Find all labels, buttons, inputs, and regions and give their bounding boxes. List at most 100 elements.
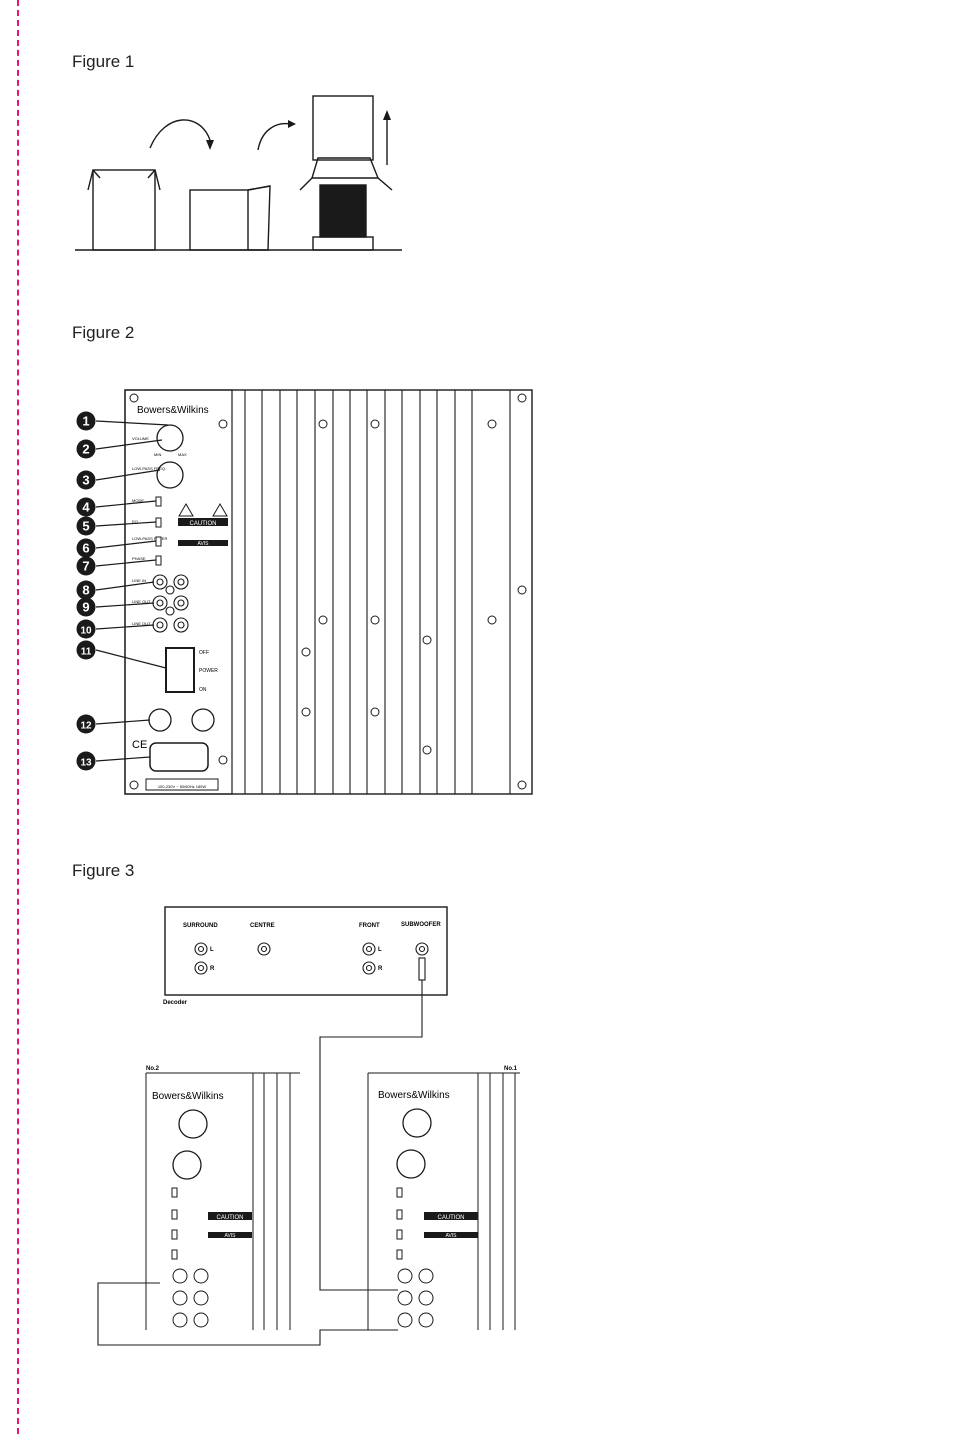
mains-rating: 100-230V ~ 50/60Hz 180W [158,784,207,789]
lowpass-knob [156,461,184,489]
power-label: POWER [199,668,218,674]
no1-label: No.1 [504,1066,518,1072]
callout-badge-10 [76,619,96,639]
callout-leader-13 [95,756,151,762]
callout-badge-8 [76,580,96,600]
callout-leader-4 [95,500,157,508]
callout-leader-3 [95,469,161,481]
callout-badge-3 [76,470,96,490]
box-lifted [299,95,393,251]
brand-logo: Bowers&Wilkins [137,405,209,416]
decoder-jacks [194,942,429,975]
power-on-label: ON [199,687,207,693]
callout-leader-8 [95,581,155,591]
box-inverted [189,185,271,251]
line-out2-label: LINE OUT [132,621,151,626]
rating-plate [145,778,219,791]
unpacking-steps [75,95,402,251]
callout-number-10: 10 [80,626,92,637]
callout-number-8: 8 [82,583,89,598]
callout-leader-7 [95,559,157,567]
no2-caution: CAUTION [217,1215,244,1221]
decoder-label: Decoder [163,1000,188,1006]
surround-label: SURROUND [183,923,218,929]
callout-number-11: 11 [81,647,92,658]
amplifier-panel: Bowers&Wilkins VOLUME MIN MAX LOW-PASS F… [124,389,533,795]
subwoofer-no2-panel: No.2 Bowers&Wilkins CAUTION AVIS [145,1066,300,1330]
callout-leader-1 [95,420,169,426]
power-off-label: OFF [199,650,209,656]
no1-avis: AVIS [445,1233,457,1239]
power-switch [165,647,195,693]
callout-number-6: 6 [82,541,89,556]
lift-arrow [257,122,291,151]
callout-badge-2 [76,439,96,459]
no2-label: No.2 [146,1066,160,1072]
callout-badge-1 [76,411,96,431]
rotate-arrow [149,119,211,149]
page-margin-line [17,0,19,1434]
callout-number-1: 1 [82,414,89,429]
filter-label: LOW-PASS FILTER [132,536,167,541]
no2-brand: Bowers&Wilkins [152,1091,224,1102]
volume-min-label: MIN [154,452,161,457]
front-l-label: L [378,947,382,953]
phase-label: PHASE [132,556,146,561]
eq-label: EQ [132,519,138,524]
line-out-label: LINE OUT [132,599,151,604]
decoder-unit: SURROUND CENTRE FRONT SUBWOOFER L R L R … [163,906,448,1006]
figure-1-title: Figure 1 [72,52,135,71]
callout-number-2: 2 [82,442,89,457]
callout-number-12: 12 [80,721,92,732]
callout-number-5: 5 [82,519,89,534]
callout-badge-5 [76,516,96,536]
front-label: FRONT [359,923,380,929]
connection-cables [97,957,426,1346]
heatsink-fins [244,390,511,794]
ce-mark: CE [132,739,147,751]
caution-label: CAUTION AVIS [178,503,228,547]
front-r-label: R [378,966,383,972]
callout-number-3: 3 [82,473,89,488]
callout-badge-7 [76,556,96,576]
callout-leader-11 [95,649,167,669]
callout-badge-9 [76,597,96,617]
fuse-holder-2 [191,708,215,732]
mode-label: MODE [132,498,144,503]
callout-badge-11 [76,640,96,660]
lowpass-label: LOW-PASS FREQ. [132,466,166,471]
callout-leader-6 [95,540,157,549]
callout-leader-9 [95,602,155,608]
callout-badge-13 [76,751,96,771]
figure-3-title: Figure 3 [72,861,135,880]
panel-screws [129,393,527,790]
surround-l-label: L [210,947,214,953]
volume-label: VOLUME [132,436,149,441]
caution-heading: CAUTION [190,521,217,527]
callout-number-7: 7 [82,559,89,574]
callout-leader-2 [95,439,163,450]
avis-heading: AVIS [197,541,209,547]
callout-leader-5 [95,521,157,527]
no1-caution: CAUTION [438,1215,465,1221]
box-upright [87,169,161,251]
callout-badge-6 [76,538,96,558]
callout-number-4: 4 [82,500,90,515]
surround-r-label: R [210,966,215,972]
callout-number-13: 13 [80,758,92,769]
no1-brand: Bowers&Wilkins [378,1090,450,1101]
callout-badge-12 [76,714,96,734]
volume-knob [156,424,184,452]
subwoofer-label: SUBWOOFER [401,922,441,928]
volume-max-label: MAX [178,452,187,457]
callout-leader-12 [95,719,151,725]
rca-jacks [152,574,189,633]
centre-label: CENTRE [250,923,275,929]
callout-leader-10 [95,624,155,630]
no2-avis: AVIS [224,1233,236,1239]
subwoofer-no1-panel: No.1 Bowers&Wilkins CAUTION AVIS [367,1066,520,1330]
